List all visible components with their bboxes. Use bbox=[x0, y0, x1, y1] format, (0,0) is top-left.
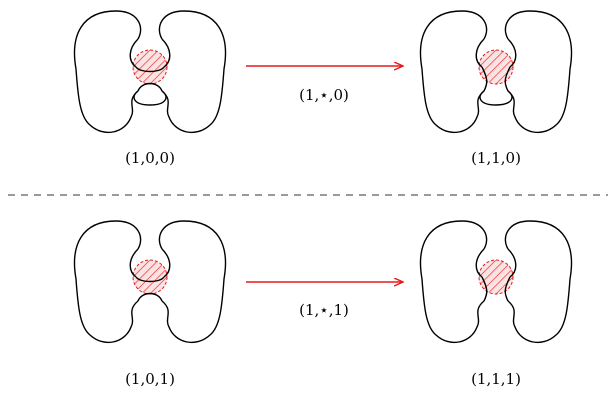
state-label-1-1-0: (1,1,0) bbox=[471, 149, 521, 167]
hatched-disk bbox=[478, 259, 514, 295]
hatched-disk bbox=[132, 259, 168, 295]
state-label-1-0-0: (1,0,0) bbox=[125, 149, 175, 167]
shape-1-1-0 bbox=[419, 10, 573, 134]
arrow-label-row1: (1,⋆,0) bbox=[299, 86, 349, 104]
shape-1-0-0 bbox=[73, 10, 227, 134]
state-label-1-0-1: (1,0,1) bbox=[125, 370, 175, 388]
state-label-1-1-1: (1,1,1) bbox=[471, 370, 521, 388]
shape-1-1-1 bbox=[419, 220, 573, 344]
hatched-disk bbox=[478, 49, 514, 85]
shape-1-0-1 bbox=[73, 220, 227, 344]
arrow-label-row2: (1,⋆,1) bbox=[299, 301, 349, 319]
hatched-disk bbox=[132, 49, 168, 85]
